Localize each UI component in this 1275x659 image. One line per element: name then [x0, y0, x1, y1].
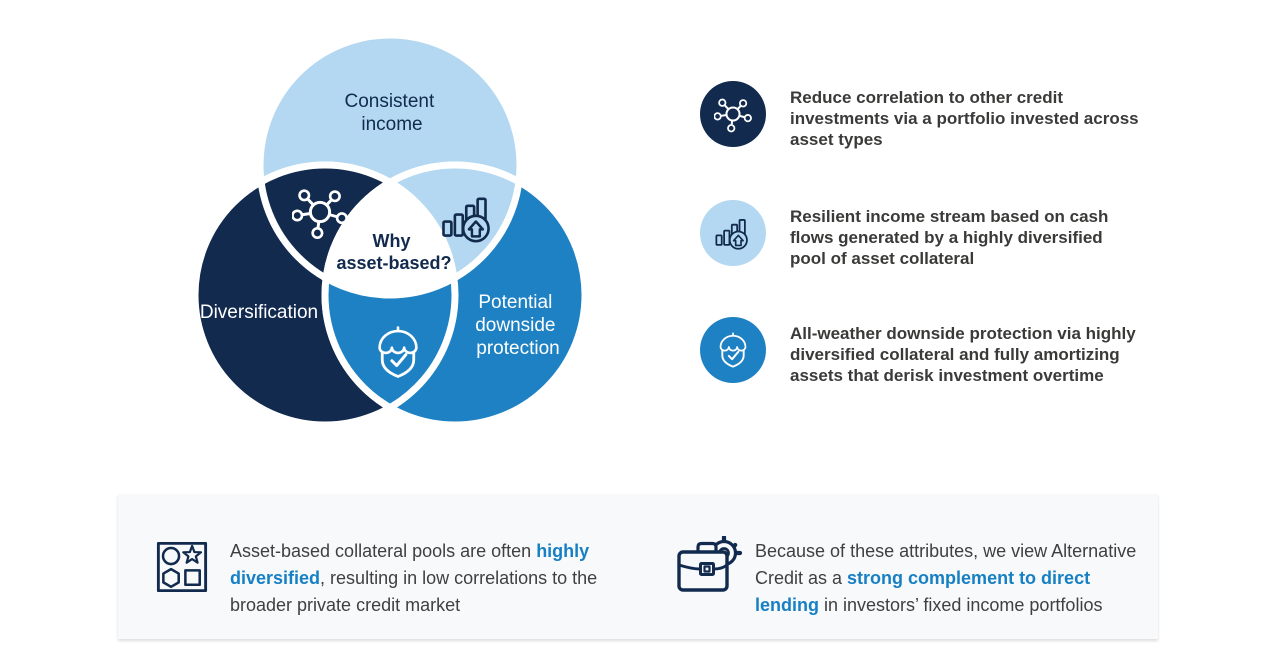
shapes-icon: [156, 541, 208, 593]
shield-umbrella-check-icon: [719, 332, 747, 368]
venn-circles: [191, 31, 589, 429]
key-point-text: Reduce correlation to other credit inves…: [790, 88, 1139, 149]
label-diversification: Diversification: [200, 302, 318, 323]
venn-diagram: Consistent income Diversification Potent…: [191, 31, 589, 429]
footer-text-diversified: Asset-based collateral pools are often h…: [230, 541, 598, 615]
key-point-text: Resilient income stream based on cash fl…: [790, 207, 1109, 268]
key-point-text: All-weather downside protection via high…: [790, 324, 1136, 385]
briefcase-gear-icon: [670, 536, 744, 600]
key-point-circle: [700, 81, 766, 147]
footer-text-complement: Because of these attributes, we view Alt…: [755, 541, 1137, 615]
key-point-protection: All-weather downside protection via high…: [700, 317, 1142, 386]
label-potential-downside-protection: Potential downside protection: [475, 292, 561, 359]
venn-center-question: Why asset-based?: [336, 231, 451, 273]
footer-callout-box: Asset-based collateral pools are often h…: [118, 494, 1158, 639]
key-point-income: Resilient income stream based on cash fl…: [700, 200, 1142, 269]
key-point-circle: [700, 317, 766, 383]
bar-chart-growth-icon: [715, 219, 748, 250]
key-point-circle: [700, 200, 766, 266]
network-icon: [714, 98, 752, 133]
label-consistent-income: Consistent income: [344, 91, 439, 135]
venn-center-region: [321, 165, 455, 295]
key-point-correlation: Reduce correlation to other credit inves…: [700, 81, 1142, 150]
